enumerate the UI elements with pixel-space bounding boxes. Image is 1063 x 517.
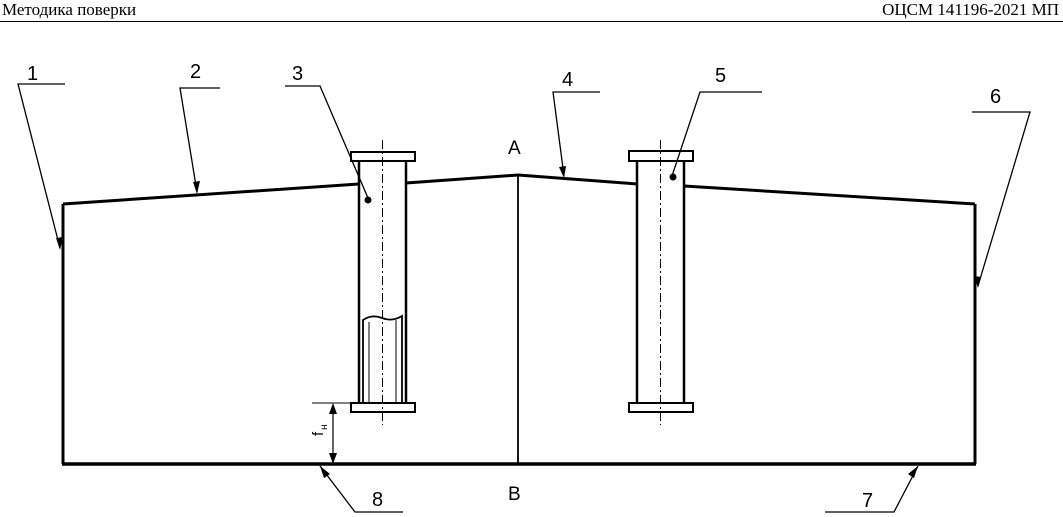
leader-2 bbox=[179, 87, 220, 193]
callout-8: 8 bbox=[372, 489, 383, 511]
callout-3: 3 bbox=[292, 63, 303, 85]
roof-left bbox=[62, 182, 360, 206]
leader-1 bbox=[17, 83, 65, 249]
left-measuring-pipe bbox=[350, 140, 416, 425]
roof-left-2 bbox=[405, 173, 519, 185]
document-title: Методика поверки bbox=[2, 0, 137, 19]
leader-7 bbox=[825, 465, 919, 513]
leader-4 bbox=[552, 91, 600, 177]
leader-3 bbox=[285, 85, 369, 199]
point-label-b: B bbox=[508, 484, 521, 505]
roof-right-2 bbox=[683, 184, 976, 206]
callout-5: 5 bbox=[715, 65, 726, 87]
callout-7: 7 bbox=[862, 490, 873, 512]
document-code: ОЦСМ 141196-2021 МП bbox=[882, 0, 1059, 19]
leader-8 bbox=[319, 465, 403, 513]
svg-text:f: f bbox=[310, 431, 327, 436]
svg-text:н: н bbox=[319, 424, 330, 430]
dimension-label: f н bbox=[310, 424, 330, 436]
dimension-fn bbox=[312, 402, 352, 464]
callout-4: 4 bbox=[562, 69, 573, 91]
right-measuring-pipe bbox=[628, 140, 694, 425]
point-label-a: A bbox=[508, 138, 521, 159]
callout-1: 1 bbox=[27, 63, 38, 85]
header-rule bbox=[0, 21, 1063, 22]
leader-5 bbox=[671, 91, 762, 177]
callout-2: 2 bbox=[190, 61, 201, 83]
callout-6: 6 bbox=[990, 86, 1001, 108]
roof-right bbox=[517, 173, 638, 186]
leader-6 bbox=[972, 111, 1031, 287]
